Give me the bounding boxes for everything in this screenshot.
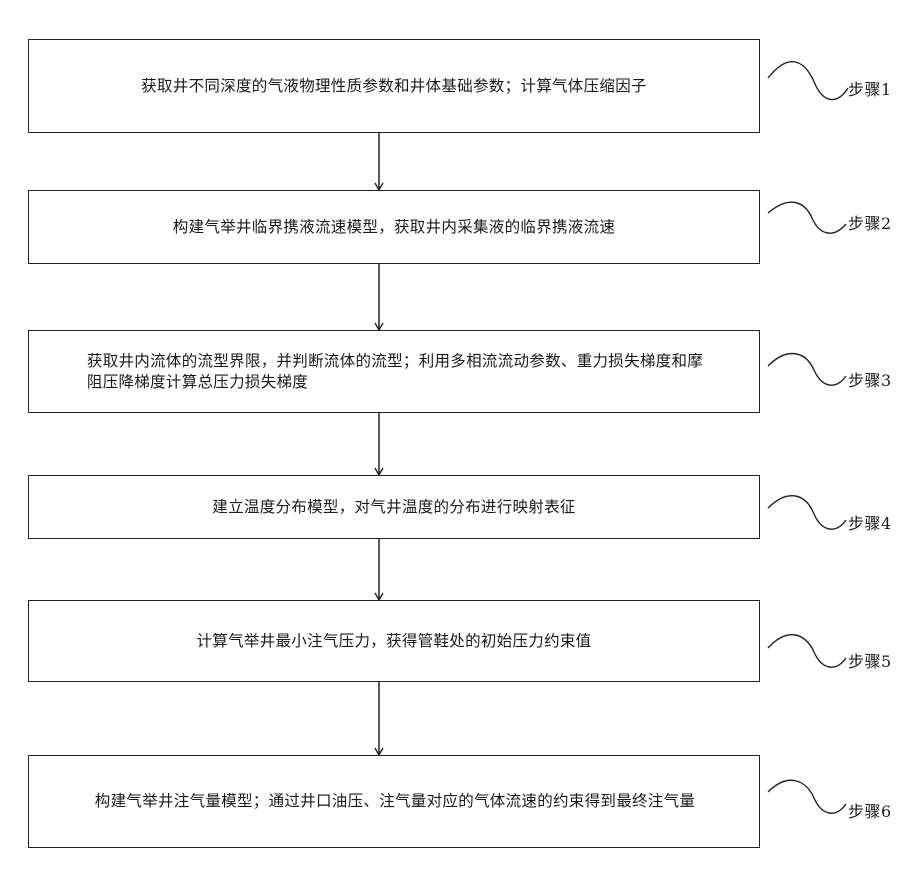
step-text-2: 构建气举井临界携液流速模型，获取井内采集液的临界携液流速 (173, 217, 615, 238)
leader-wave-5 (768, 635, 846, 668)
leader-wave-6 (768, 780, 846, 813)
leader-wave-4 (768, 496, 846, 530)
leader-wave-2 (768, 202, 846, 233)
step-label-6: 步骤6 (848, 798, 892, 822)
step-text-6: 构建气举井注气量模型；通过井口油压、注气量对应的气体流速的约束得到最终注气量 (93, 791, 695, 812)
step-label-2: 步骤2 (848, 210, 892, 234)
step-text-1: 获取井不同深度的气液物理性质参数和井体基础参数；计算气体压缩因子 (141, 76, 647, 97)
step-box-6: 构建气举井注气量模型；通过井口油压、注气量对应的气体流速的约束得到最终注气量 (28, 755, 760, 848)
step-box-4: 建立温度分布模型，对气井温度的分布进行映射表征 (28, 475, 760, 539)
step-label-5: 步骤5 (848, 648, 892, 672)
step-box-2: 构建气举井临界携液流速模型，获取井内采集液的临界携液流速 (28, 190, 760, 264)
leader-wave-1 (768, 62, 848, 100)
step-text-5: 计算气举井最小注气压力，获得管鞋处的初始压力约束值 (196, 631, 591, 652)
leader-wave-3 (768, 354, 846, 386)
step-box-1: 获取井不同深度的气液物理性质参数和井体基础参数；计算气体压缩因子 (28, 39, 760, 133)
step-text-3: 获取井内流体的流型界限，并判断流体的流型；利用多相流流动参数、重力损失梯度和摩 … (85, 351, 703, 393)
step-label-1: 步骤1 (848, 76, 892, 100)
step-text-4: 建立温度分布模型，对气井温度的分布进行映射表征 (212, 497, 575, 518)
step-label-3: 步骤3 (848, 367, 892, 391)
step-label-4: 步骤4 (848, 510, 892, 534)
step-box-3: 获取井内流体的流型界限，并判断流体的流型；利用多相流流动参数、重力损失梯度和摩 … (28, 330, 760, 413)
step-box-5: 计算气举井最小注气压力，获得管鞋处的初始压力约束值 (28, 600, 760, 682)
